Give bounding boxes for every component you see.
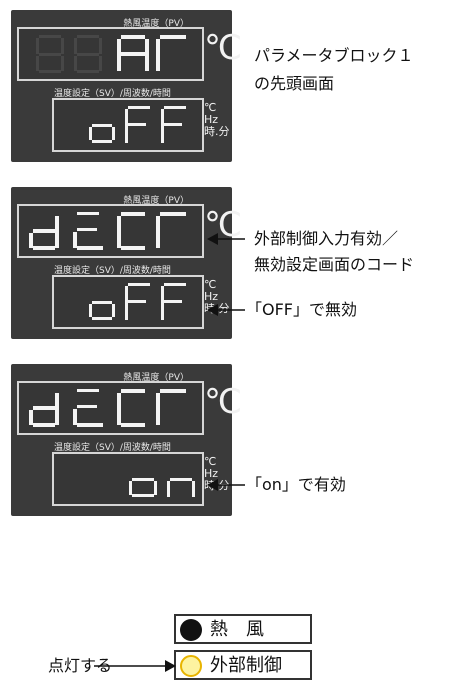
arrow-to-pv-code — [207, 233, 245, 245]
unit-hz: Hz — [204, 113, 219, 126]
sv-display — [52, 98, 204, 152]
indicator-external-control: 外部制御 — [174, 650, 312, 680]
pv-display — [17, 381, 204, 435]
sv-label: 温度設定（SV）/周波数/時間 — [54, 89, 171, 99]
lamp-lit-icon — [180, 655, 202, 677]
indicator-hot-air: 熱 風 — [174, 614, 312, 644]
pv-lit-digits — [117, 35, 186, 71]
unit-celsius: ℃ — [204, 455, 217, 468]
unit-celsius: ℃ — [204, 278, 217, 291]
display-panel-ext-control-on: 熱風温度（PV） ℃ 温度設定（SV）/周波数/時間 ℃ Hz 時.分 — [11, 364, 242, 516]
sv-units: ℃ Hz 時.分 — [204, 102, 230, 138]
sv-display — [52, 275, 204, 329]
pv-display — [17, 27, 204, 81]
note-lit: 点灯する — [48, 656, 113, 675]
sv-label: 温度設定（SV）/周波数/時間 — [54, 266, 171, 276]
pv-unit: ℃ — [204, 382, 243, 422]
unit-time: 時.分 — [204, 125, 230, 138]
pv-label: 熱風温度（PV） — [123, 19, 189, 29]
indicator-external-label: 外部制御 — [210, 655, 282, 676]
display-panel-ext-control-code: 熱風温度（PV） ℃ 温度設定（SV）/周波数/時間 ℃ Hz 時.分 — [11, 187, 242, 339]
sv-lit-digits — [89, 106, 186, 143]
unit-hz: Hz — [204, 467, 219, 480]
indicator-hot-air-label: 熱 風 — [210, 619, 264, 640]
pv-lit-digits — [29, 389, 186, 427]
sv-lit-digits — [89, 283, 186, 320]
sv-display — [52, 452, 204, 506]
pv-unlit-digits — [36, 35, 102, 73]
display-panel-param-top: 熱風温度（PV） ℃ 温度設定（SV）/周波数/時間 ℃ H — [11, 10, 242, 162]
unit-celsius: ℃ — [204, 101, 217, 114]
unit-hz: Hz — [204, 290, 219, 303]
note-on-enabled: 「on」で有効 — [246, 475, 346, 494]
pv-label: 熱風温度（PV） — [123, 196, 189, 206]
arrow-to-off-value — [207, 304, 245, 316]
sv-lit-digits — [129, 478, 195, 497]
lamp-filled-icon — [180, 619, 202, 641]
sv-label: 温度設定（SV）/周波数/時間 — [54, 443, 171, 453]
note-ext-control-line1: 外部制御入力有効／ — [254, 229, 399, 248]
arrow-to-on-value — [207, 479, 245, 491]
note-param-top-line2: の先頭画面 — [254, 74, 335, 93]
note-param-top-line1: パラメータブロック１ — [254, 46, 414, 65]
arrow-to-lit-lamp — [94, 660, 176, 672]
pv-lit-digits — [29, 212, 186, 250]
note-ext-control-line2: 無効設定画面のコード — [254, 255, 415, 274]
note-off-disabled: 「OFF」で無効 — [246, 300, 358, 319]
pv-unit: ℃ — [204, 28, 243, 68]
pv-display — [17, 204, 204, 258]
pv-label: 熱風温度（PV） — [123, 373, 189, 383]
